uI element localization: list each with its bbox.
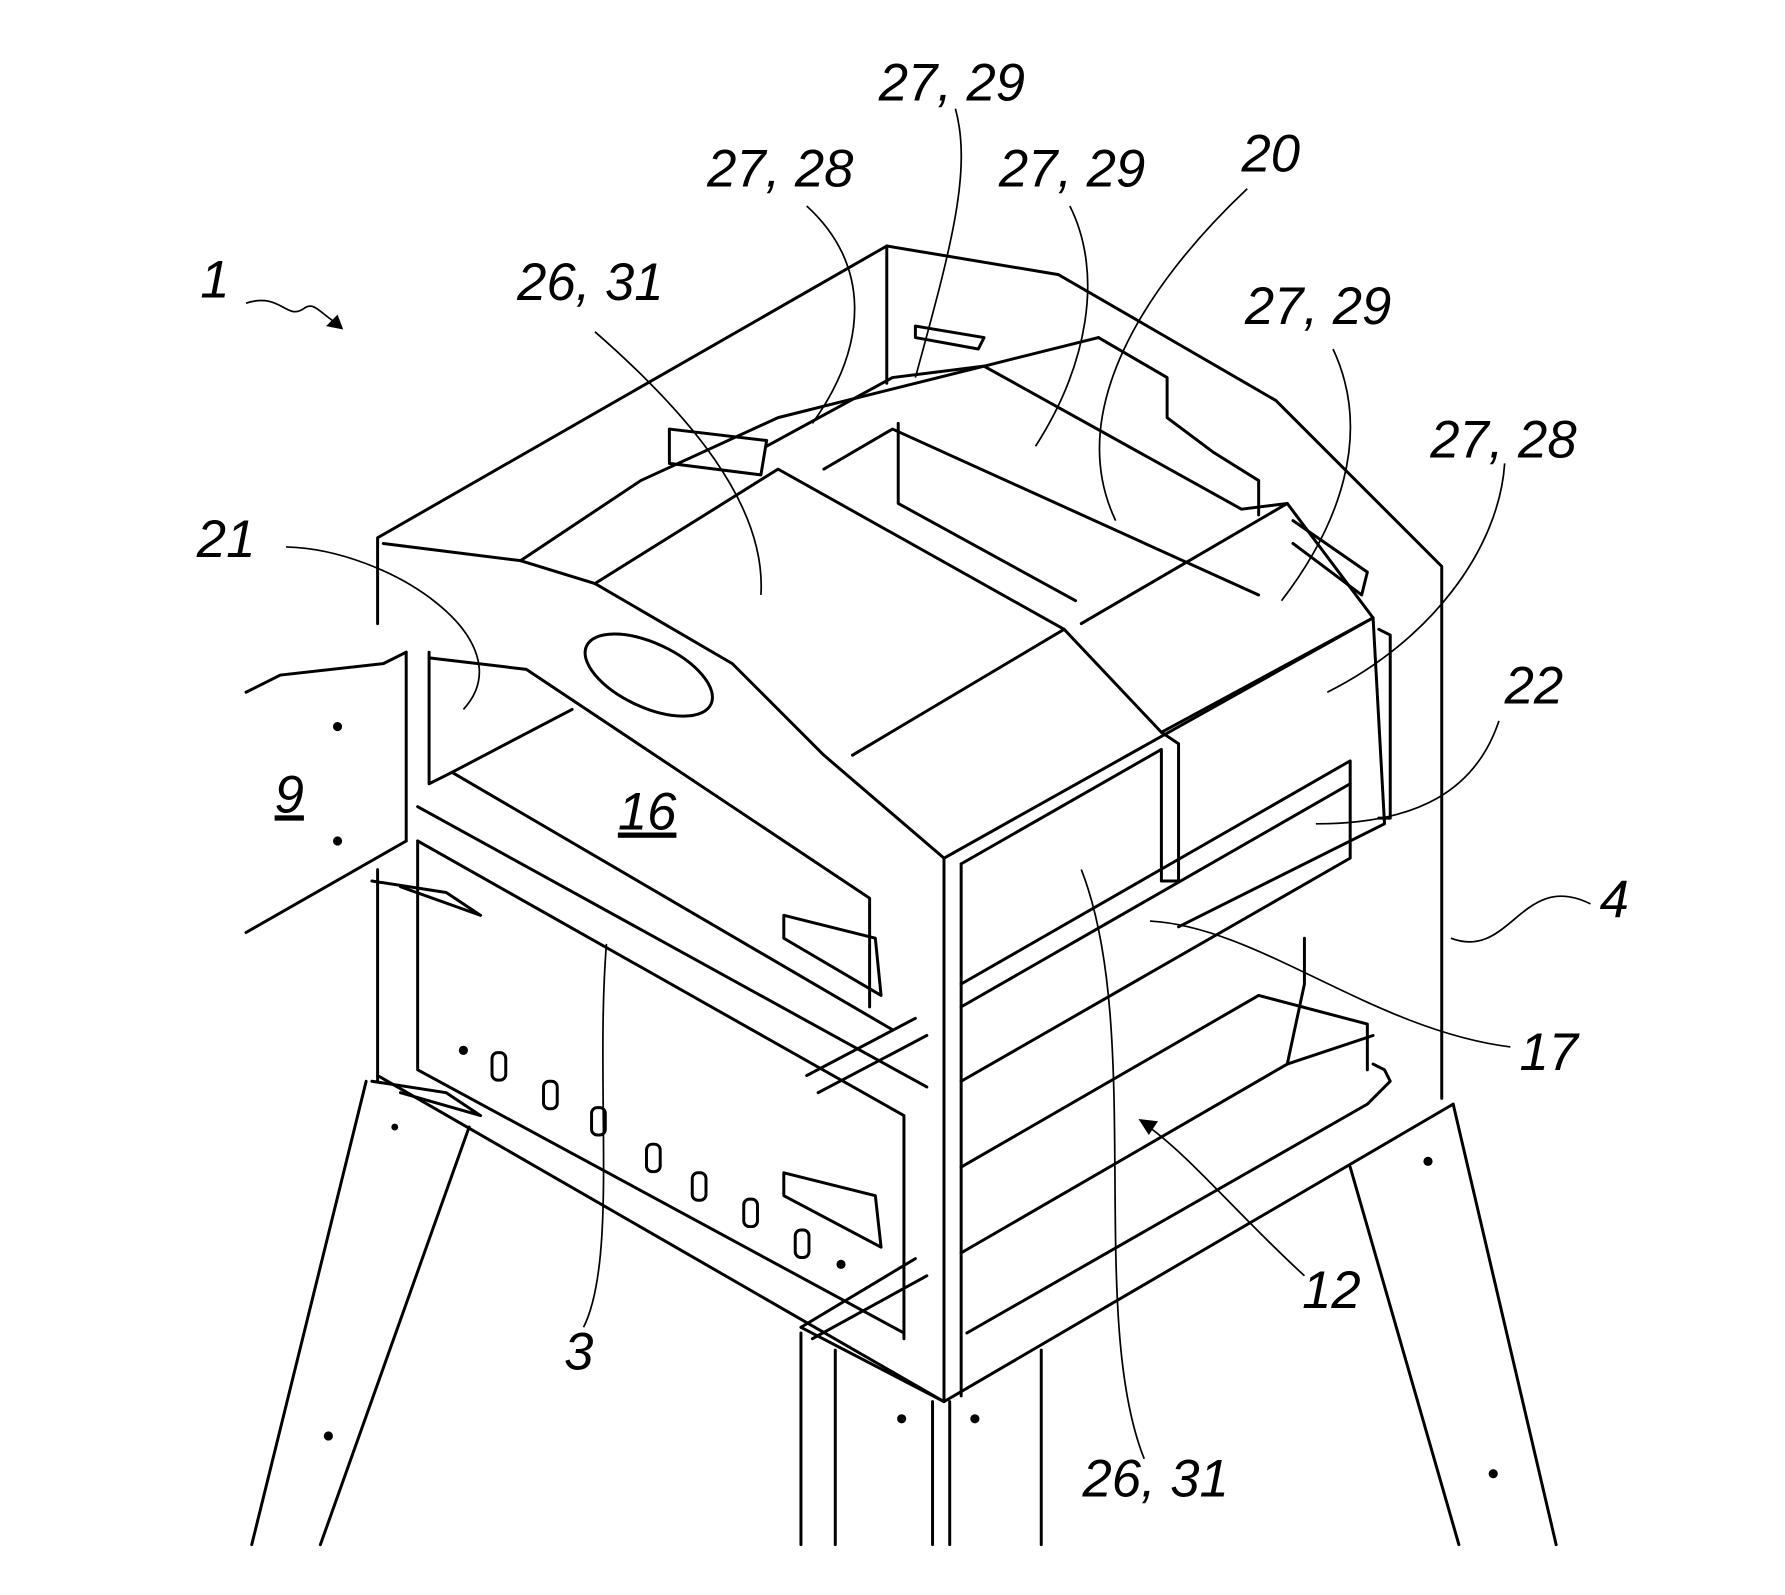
leader-lines [245, 108, 1591, 1460]
label-27-29-mid: 27, 29 [998, 140, 1145, 199]
label-16: 16 [618, 783, 677, 842]
label-17: 17 [1520, 1023, 1580, 1082]
oven-housing [244, 244, 1455, 1404]
label-1: 1 [200, 250, 229, 309]
label-27-28-left: 27, 28 [706, 140, 853, 199]
label-21: 21 [196, 510, 256, 569]
label-27-29-top: 27, 29 [878, 54, 1025, 113]
stand-legs [250, 1079, 1558, 1547]
bolt-holes [323, 721, 1498, 1479]
label-12: 12 [1302, 1261, 1361, 1320]
label-27-29-right: 27, 29 [1244, 277, 1391, 336]
label-26-31-bottom: 26, 31 [1081, 1450, 1228, 1509]
label-20: 20 [1240, 125, 1300, 184]
reference-labels: 27, 29 27, 28 27, 29 20 1 26, 31 27, 29 … [196, 54, 1629, 1509]
vent-slots [490, 1051, 811, 1259]
label-26-31-top: 26, 31 [516, 253, 663, 312]
label-4: 4 [1600, 871, 1629, 930]
label-9: 9 [275, 765, 304, 824]
label-27-28-right: 27, 28 [1429, 411, 1576, 470]
label-3: 3 [564, 1323, 593, 1382]
label-22: 22 [1504, 657, 1564, 716]
